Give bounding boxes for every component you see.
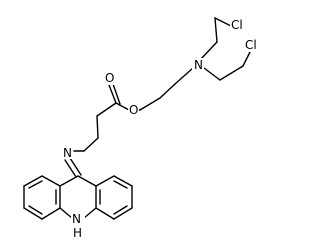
bonds — [23, 17, 251, 220]
bond — [59, 207, 73, 219]
bond — [28, 205, 43, 215]
bond — [23, 207, 43, 220]
bond — [108, 84, 117, 104]
bond — [112, 83, 121, 105]
bond — [203, 67, 221, 81]
chlorine-label-top: Cl — [231, 18, 243, 32]
chlorine-label-right: Cl — [245, 38, 257, 52]
bond — [174, 67, 194, 85]
bond — [96, 115, 99, 139]
bond — [242, 51, 251, 67]
bond — [159, 83, 176, 99]
bond — [95, 175, 115, 187]
bond — [199, 41, 218, 61]
bond — [83, 137, 99, 152]
bond — [95, 207, 115, 220]
bond — [69, 157, 82, 176]
ester-oxygen-label: O — [129, 103, 138, 117]
carbonyl-oxygen-label: O — [105, 71, 114, 85]
amine-nitrogen-label: N — [194, 58, 203, 72]
bond — [64, 159, 77, 178]
bond — [59, 175, 79, 187]
bond — [219, 65, 244, 81]
bond — [113, 180, 128, 189]
bond — [83, 207, 97, 219]
bond — [96, 102, 117, 117]
bond — [113, 205, 128, 215]
bond — [115, 102, 130, 111]
bond — [41, 175, 61, 187]
bond — [113, 207, 133, 220]
atom-labels: Cl Cl N O O N N H — [62, 18, 261, 242]
bond — [77, 175, 97, 187]
bond — [139, 97, 161, 111]
structure-drawing: Cl Cl N O O N N H — [23, 17, 261, 242]
bond — [23, 175, 43, 187]
bond — [214, 17, 218, 43]
ring-hydrogen-label: H — [73, 226, 82, 240]
ring-nitrogen-label: N — [72, 212, 81, 226]
imine-nitrogen-label: N — [63, 146, 72, 160]
bond — [113, 175, 133, 187]
bond — [41, 207, 61, 220]
molecule-canvas: Cl Cl N O O N N H — [23, 17, 261, 242]
bond — [28, 180, 43, 189]
